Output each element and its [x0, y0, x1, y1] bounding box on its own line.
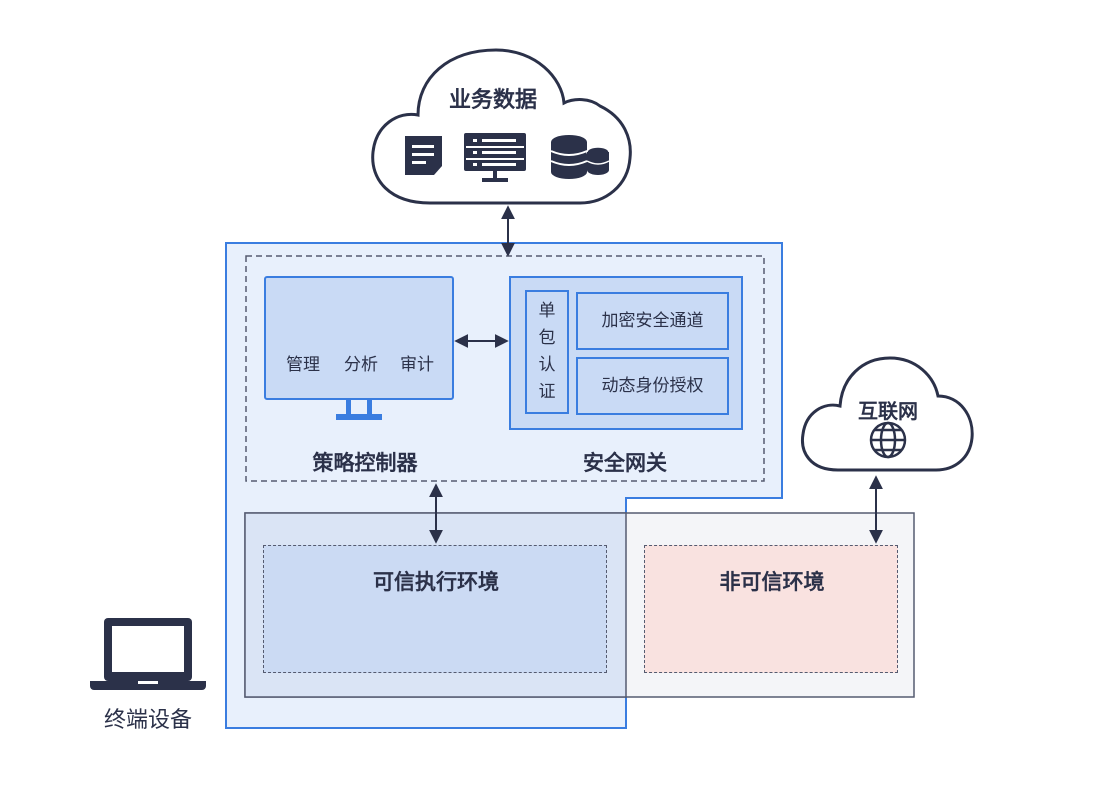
cloud-internet-shape [800, 356, 974, 472]
auth-char: 证 [538, 382, 556, 402]
untrusted-environment: 非可信环境 [644, 545, 898, 673]
dynamic-authorization: 动态身份授权 [576, 357, 729, 415]
auth-char: 单 [538, 301, 556, 321]
monitor-neck [346, 400, 351, 416]
gateway-label: 安全网关 [583, 451, 667, 475]
device-label: 终端设备 [103, 708, 192, 733]
tool-label: 管理 [286, 355, 320, 375]
auth-char: 包 [538, 328, 556, 348]
tool-analyze: 分析 [336, 350, 386, 375]
cloud-internet-title: 互联网 [858, 399, 918, 423]
single-packet-auth: 单 包 认 证 [525, 290, 569, 414]
tool-manage: 管理 [278, 350, 328, 375]
tool-audit: 审计 [392, 350, 442, 375]
database-icon [550, 135, 610, 179]
cloud-business-title: 业务数据 [448, 88, 537, 113]
untrusted-env-title: 非可信环境 [719, 570, 825, 594]
monitor-neck [367, 400, 372, 416]
trusted-env-title: 可信执行环境 [373, 570, 499, 594]
encrypted-channel: 加密安全通道 [576, 292, 729, 350]
tool-label: 分析 [344, 355, 378, 375]
controller-label: 策略控制器 [312, 451, 418, 475]
document-icon [405, 136, 442, 175]
globe-icon [869, 421, 907, 459]
monitor-base [336, 414, 382, 420]
laptop-icon [90, 618, 206, 690]
controller-monitor [264, 276, 454, 400]
server-icon [464, 133, 526, 182]
tool-label: 审计 [400, 355, 434, 375]
control-plane-box [245, 255, 765, 482]
auth-char: 认 [538, 355, 556, 375]
trusted-environment: 可信执行环境 [263, 545, 607, 673]
